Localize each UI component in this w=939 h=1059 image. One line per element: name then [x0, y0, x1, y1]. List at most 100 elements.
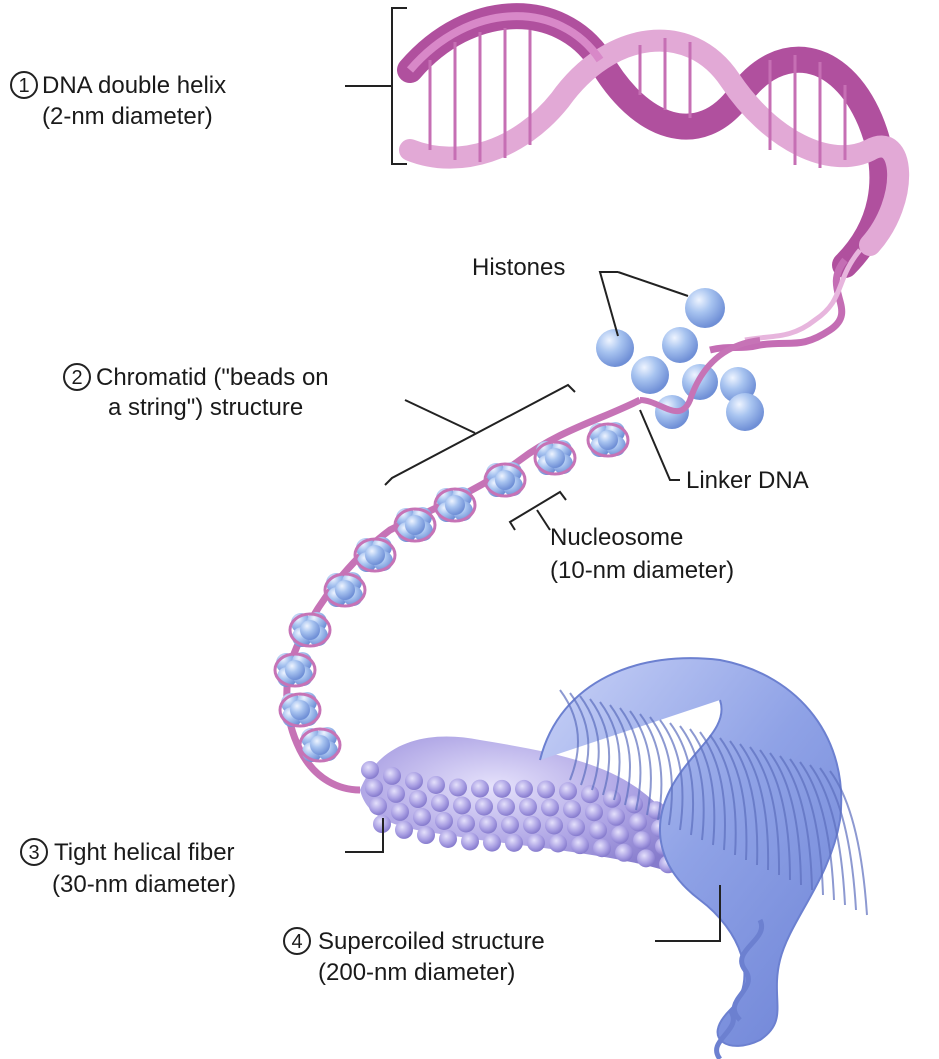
nucleosome	[300, 727, 340, 762]
histone-bead	[405, 515, 425, 535]
fiber-bead	[471, 780, 489, 798]
linker-dna-label: Linker DNA	[686, 467, 809, 494]
histone-bead	[631, 356, 669, 394]
histone-bead	[335, 580, 355, 600]
fiber-bead	[431, 794, 449, 812]
histone-bead	[285, 660, 305, 680]
histone-bead	[545, 448, 565, 468]
fiber-bead	[545, 816, 563, 834]
histone-bead	[685, 288, 725, 328]
label-nucleosome: Nucleosome (10-nm diameter)	[550, 524, 734, 584]
histone-bead	[598, 430, 618, 450]
fiber-bead	[523, 816, 541, 834]
fiber-bead	[541, 798, 559, 816]
fiber-bead	[479, 816, 497, 834]
dna-helix-title: DNA double helix	[42, 72, 226, 99]
supercoil-diameter: (200-nm diameter)	[318, 959, 515, 986]
fiber-bead	[629, 813, 647, 831]
fiber-bead	[585, 803, 603, 821]
nucleosome	[355, 537, 395, 572]
nucleosome	[485, 462, 525, 497]
label-supercoil: 4 Supercoiled structure (200-nm diameter…	[284, 928, 545, 986]
histone-bead	[290, 700, 310, 720]
dna-helix-diameter: (2-nm diameter)	[42, 103, 213, 130]
dna-helix-bracket	[345, 8, 407, 164]
fiber-bead	[563, 800, 581, 818]
nucleosome	[325, 572, 365, 607]
fiber-bead	[571, 836, 589, 854]
fiber-bead	[625, 795, 643, 813]
label-dna-helix: 1 DNA double helix (2-nm diameter)	[11, 72, 226, 130]
nucleosome	[280, 692, 320, 727]
fiber-bead	[369, 797, 387, 815]
fiber-diameter: (30-nm diameter)	[52, 871, 236, 898]
histones-label: Histones	[472, 254, 565, 281]
svg-text:2: 2	[71, 367, 82, 389]
fiber-bead	[515, 780, 533, 798]
histone-bead	[365, 545, 385, 565]
dna-double-helix	[410, 16, 898, 350]
label-fiber: 3 Tight helical fiber (30-nm diameter)	[21, 839, 236, 898]
fiber-bead	[365, 779, 383, 797]
fiber-bead	[475, 798, 493, 816]
histone-bead	[310, 735, 330, 755]
fiber-bead	[633, 831, 651, 849]
fiber-bead	[501, 816, 519, 834]
chromatid-structure: a string") structure	[108, 394, 303, 421]
svg-text:1: 1	[18, 75, 29, 97]
fiber-bead	[593, 839, 611, 857]
fiber-bead	[405, 772, 423, 790]
fiber-bead	[519, 798, 537, 816]
histone-bead	[445, 495, 465, 515]
fiber-bead	[559, 782, 577, 800]
fiber-bead	[589, 821, 607, 839]
fiber-bead	[413, 808, 431, 826]
fiber-bead	[607, 808, 625, 826]
fiber-bead	[527, 834, 545, 852]
histone-bead	[662, 327, 698, 363]
helical-fiber-30nm	[360, 737, 693, 880]
supercoiled-structure	[540, 658, 867, 1059]
fiber-bead	[435, 812, 453, 830]
fiber-bead	[493, 780, 511, 798]
fiber-bead	[497, 798, 515, 816]
nucleosome	[588, 422, 628, 457]
fiber-bead	[603, 790, 621, 808]
fiber-bead	[615, 844, 633, 862]
fiber-bead	[549, 834, 567, 852]
fiber-bead	[457, 814, 475, 832]
fiber-bead	[361, 761, 379, 779]
fiber-bead	[439, 830, 457, 848]
fiber-bead	[409, 790, 427, 808]
fiber-bead	[395, 821, 413, 839]
histone-bead	[300, 620, 320, 640]
histone-bead	[726, 393, 764, 431]
nucleosome-title: Nucleosome	[550, 524, 683, 551]
nucleosome	[290, 612, 330, 647]
fiber-bead	[611, 826, 629, 844]
nucleosome	[535, 440, 575, 475]
fiber-bead	[567, 818, 585, 836]
nucleosome	[395, 507, 435, 542]
fiber-bead	[417, 826, 435, 844]
fiber-bead	[387, 785, 405, 803]
fiber-bead	[505, 834, 523, 852]
svg-text:4: 4	[291, 931, 302, 953]
fiber-bead	[461, 832, 479, 850]
svg-text:3: 3	[28, 842, 39, 864]
fiber-bead	[427, 776, 445, 794]
histone-bead	[495, 470, 515, 490]
fiber-bead	[637, 849, 655, 867]
fiber-bead	[449, 778, 467, 796]
fiber-bead	[453, 796, 471, 814]
chromatid-title: Chromatid ("beads on	[96, 364, 329, 391]
supercoil-title: Supercoiled structure	[318, 928, 545, 955]
fiber-bead	[537, 780, 555, 798]
fiber-bead	[391, 803, 409, 821]
fiber-title: Tight helical fiber	[54, 839, 235, 866]
nucleosome	[435, 487, 475, 522]
nucleosome	[275, 652, 315, 687]
nucleosome-diameter: (10-nm diameter)	[550, 557, 734, 584]
label-chromatid: 2 Chromatid ("beads on a string") struct…	[64, 364, 329, 421]
fiber-bead	[581, 785, 599, 803]
